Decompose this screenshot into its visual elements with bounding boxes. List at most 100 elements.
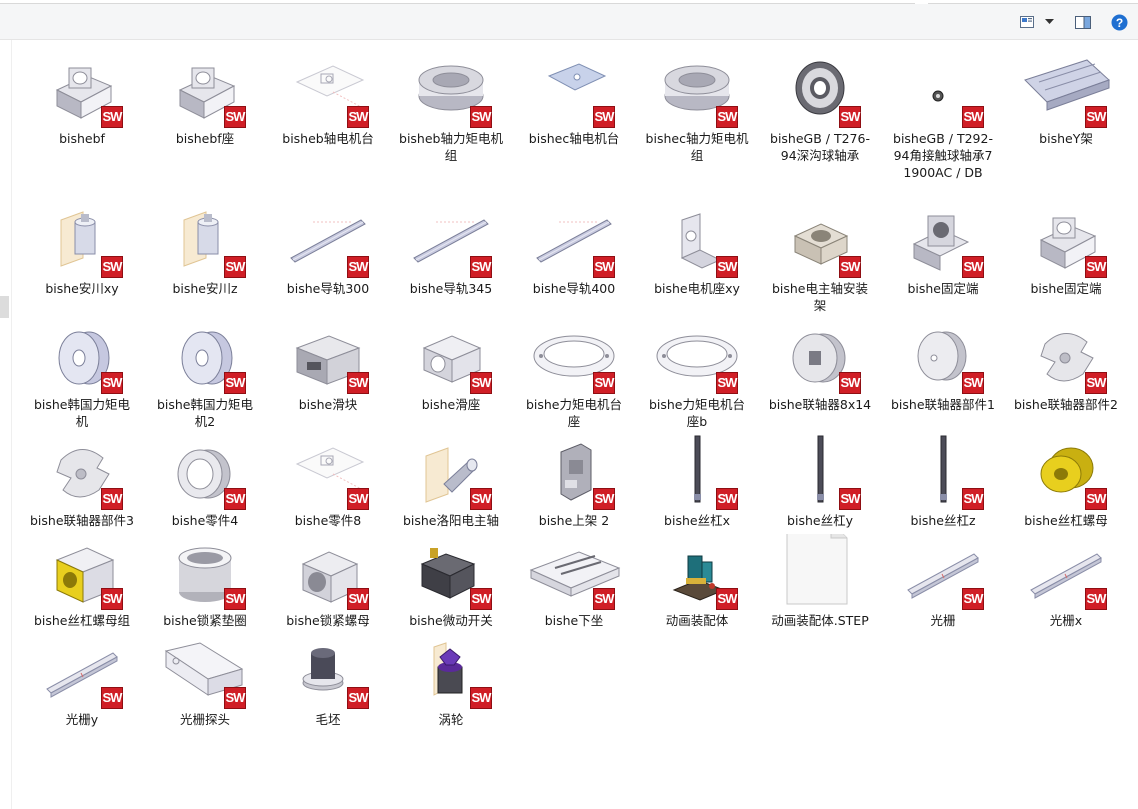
file-thumbnail: SW: [1011, 52, 1121, 128]
solidworks-badge-icon: SW: [593, 256, 615, 278]
solidworks-badge-icon: SW: [224, 106, 246, 128]
file-name-label: 动画装配体: [665, 613, 729, 628]
file-item[interactable]: SW bishe韩国力矩电机2: [150, 318, 260, 430]
file-name-label: bishe韩国力矩电机: [33, 397, 131, 429]
scrollbar-thumb[interactable]: [0, 296, 9, 318]
solidworks-badge-icon: SW: [716, 106, 738, 128]
file-thumbnail: [765, 534, 875, 610]
solidworks-badge-icon: SW: [101, 488, 123, 510]
file-thumbnail: SW: [642, 534, 752, 610]
view-toolbar: ?: [0, 4, 1138, 40]
preview-pane-button[interactable]: [1073, 12, 1093, 32]
file-name-label: 毛坯: [315, 712, 341, 727]
file-name-label: bishe联轴器8x14: [768, 397, 872, 412]
solidworks-badge-icon: SW: [962, 372, 984, 394]
file-thumbnail: SW: [396, 318, 506, 394]
help-button[interactable]: ?: [1109, 12, 1129, 32]
solidworks-badge-icon: SW: [224, 372, 246, 394]
file-item[interactable]: SW 动画装配体: [642, 534, 752, 629]
solidworks-badge-icon: SW: [101, 687, 123, 709]
file-name-label: bishe联轴器部件3: [30, 513, 134, 528]
file-thumbnail: SW: [396, 52, 506, 128]
file-name-label: bishe力矩电机台座b: [648, 397, 746, 429]
file-thumbnail: SW: [1011, 534, 1121, 610]
solidworks-badge-icon: SW: [224, 488, 246, 510]
preview-pane-icon: [1075, 15, 1091, 29]
file-name-label: bishe洛阳电主轴: [402, 513, 500, 528]
file-name-label: bishe丝杠y: [787, 513, 853, 528]
solidworks-badge-icon: SW: [962, 588, 984, 610]
file-thumbnail: SW: [888, 434, 998, 510]
file-item[interactable]: 动画装配体.STEP: [765, 534, 875, 629]
file-thumbnail: SW: [273, 534, 383, 610]
view-mode-button[interactable]: [1018, 12, 1036, 32]
file-name-label: bisheb轴电机台: [282, 131, 374, 146]
solidworks-badge-icon: SW: [470, 372, 492, 394]
file-thumbnail: SW: [642, 434, 752, 510]
navigation-pane-edge: [0, 40, 12, 809]
file-thumbnail: SW: [396, 202, 506, 278]
file-item[interactable]: SW bishe联轴器部件3: [27, 434, 137, 529]
file-thumbnail: SW: [150, 202, 260, 278]
file-thumbnail: SW: [150, 318, 260, 394]
file-thumbnail: SW: [888, 202, 998, 278]
file-name-label: bishe韩国力矩电机2: [156, 397, 254, 429]
solidworks-badge-icon: SW: [839, 106, 861, 128]
view-options-dropdown[interactable]: [1042, 12, 1056, 32]
solidworks-badge-icon: SW: [1085, 106, 1107, 128]
file-thumbnail: SW: [519, 202, 629, 278]
solidworks-badge-icon: SW: [839, 256, 861, 278]
file-thumbnail: SW: [765, 202, 875, 278]
file-thumbnail: SW: [888, 52, 998, 128]
chevron-down-icon: [1044, 19, 1054, 24]
file-name-label: 光栅y: [65, 712, 99, 727]
window-top-strip: [0, 0, 1138, 4]
